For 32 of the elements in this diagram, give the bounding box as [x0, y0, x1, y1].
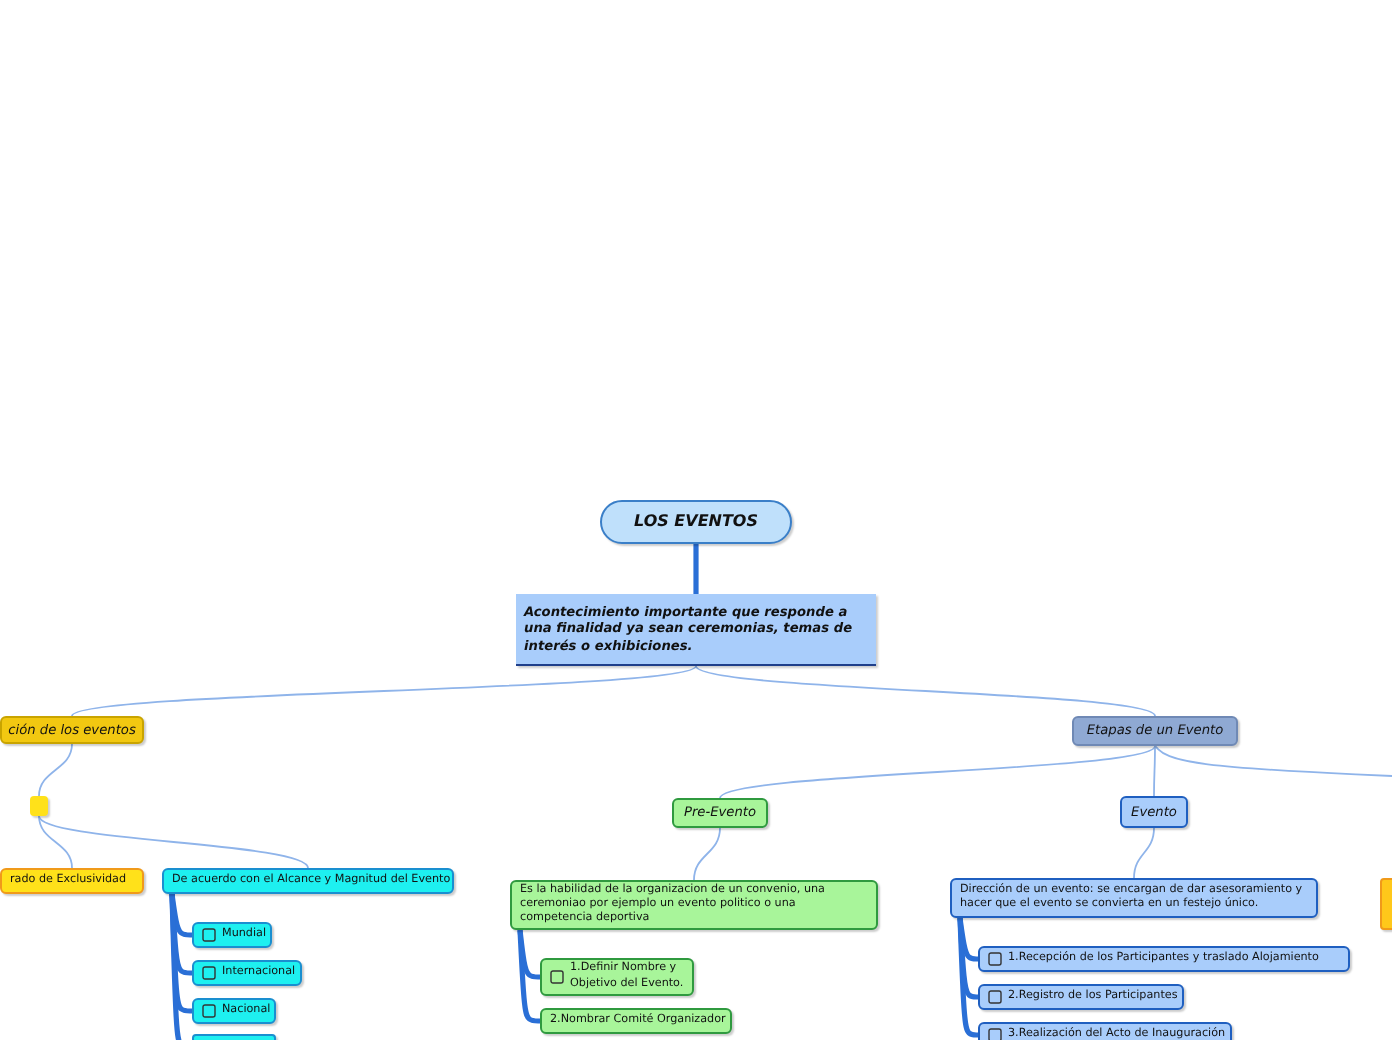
- topic-box: [1120, 796, 1188, 828]
- connector-line: [38, 815, 73, 869]
- connector-line: [1153, 745, 1156, 797]
- central-topic: [600, 500, 792, 544]
- connector-line: [1133, 827, 1155, 879]
- subtopic-box: [510, 880, 878, 930]
- connector-line: [693, 544, 699, 594]
- connector-line: [517, 929, 541, 1024]
- topic-box: [516, 594, 876, 666]
- task-box: [540, 958, 694, 996]
- node-text: LOS EVENTOS: [634, 511, 758, 533]
- task-box: [978, 946, 1350, 972]
- topic-box: [0, 716, 144, 744]
- connector-line: [693, 827, 721, 881]
- connector-line: [38, 743, 73, 797]
- connector-line: [1154, 745, 1392, 777]
- subtopic-box: [950, 878, 1318, 918]
- task-box: [192, 998, 276, 1024]
- connector-line: [719, 745, 1156, 799]
- task-box: [978, 984, 1184, 1010]
- subtopic-box: [0, 868, 144, 894]
- task-box: [192, 960, 302, 986]
- task-box: [192, 922, 272, 948]
- connector-line: [71, 665, 697, 717]
- topic-box: [672, 798, 768, 828]
- topic-box: [1072, 716, 1238, 746]
- connector-line: [38, 815, 309, 869]
- connector-line: [695, 665, 1156, 717]
- junction-box: [30, 796, 48, 816]
- subtopic-box: [540, 1008, 732, 1034]
- subtopic-box: [162, 868, 454, 894]
- connector-line: [957, 917, 979, 1038]
